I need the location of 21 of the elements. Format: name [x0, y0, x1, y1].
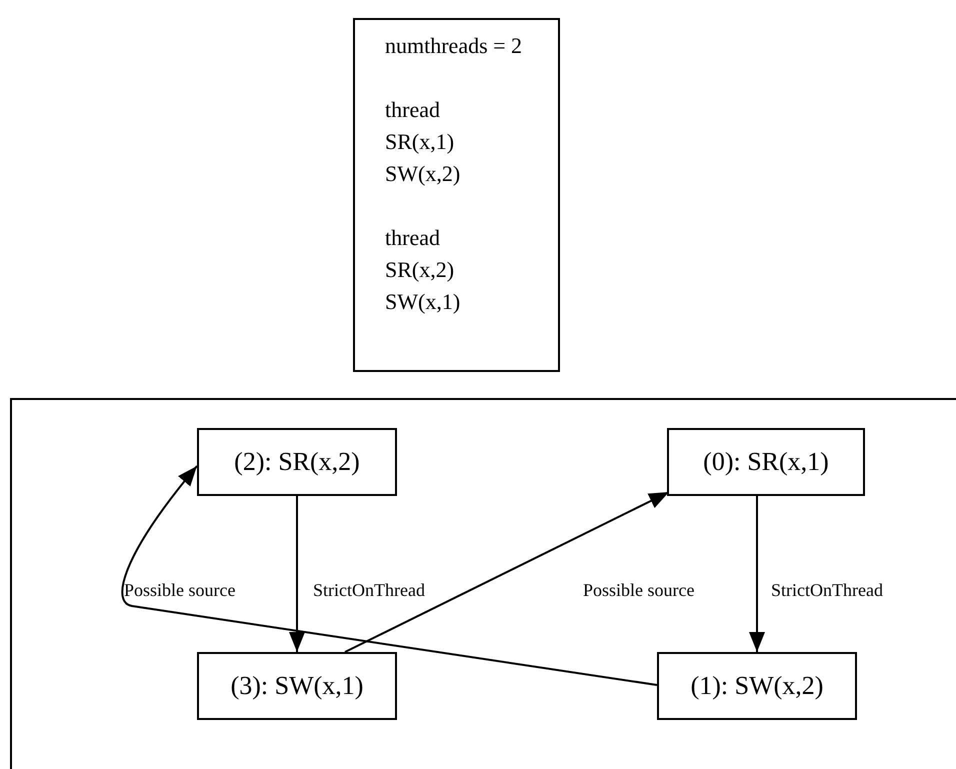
- event-box: [197, 428, 397, 496]
- edge-label: StrictOnThread: [771, 579, 883, 601]
- event-box: [667, 428, 865, 496]
- event-box: [657, 652, 857, 720]
- program-text: numthreads = 2: [385, 32, 524, 60]
- event-label: (1): SW(x,2): [690, 671, 824, 701]
- arrow: [289, 496, 305, 652]
- edge-label: Possible source: [124, 579, 236, 601]
- arrow: [344, 491, 670, 653]
- event-label: (0): SR(x,1): [703, 447, 829, 477]
- edge-label: Possible source: [583, 579, 694, 601]
- frame-panel: [10, 398, 956, 769]
- program-box: [353, 18, 560, 372]
- edge-label: StrictOnThread: [313, 579, 425, 601]
- event-label: (3): SW(x,1): [230, 671, 364, 701]
- arrow: [749, 496, 765, 652]
- arrow: [121, 465, 658, 686]
- event-box: [197, 652, 397, 720]
- event-label: (2): SR(x,2): [234, 447, 360, 477]
- program-text: thread SR(x,2) SW(x,1): [385, 224, 460, 316]
- program-text: thread SR(x,1) SW(x,2): [385, 96, 460, 188]
